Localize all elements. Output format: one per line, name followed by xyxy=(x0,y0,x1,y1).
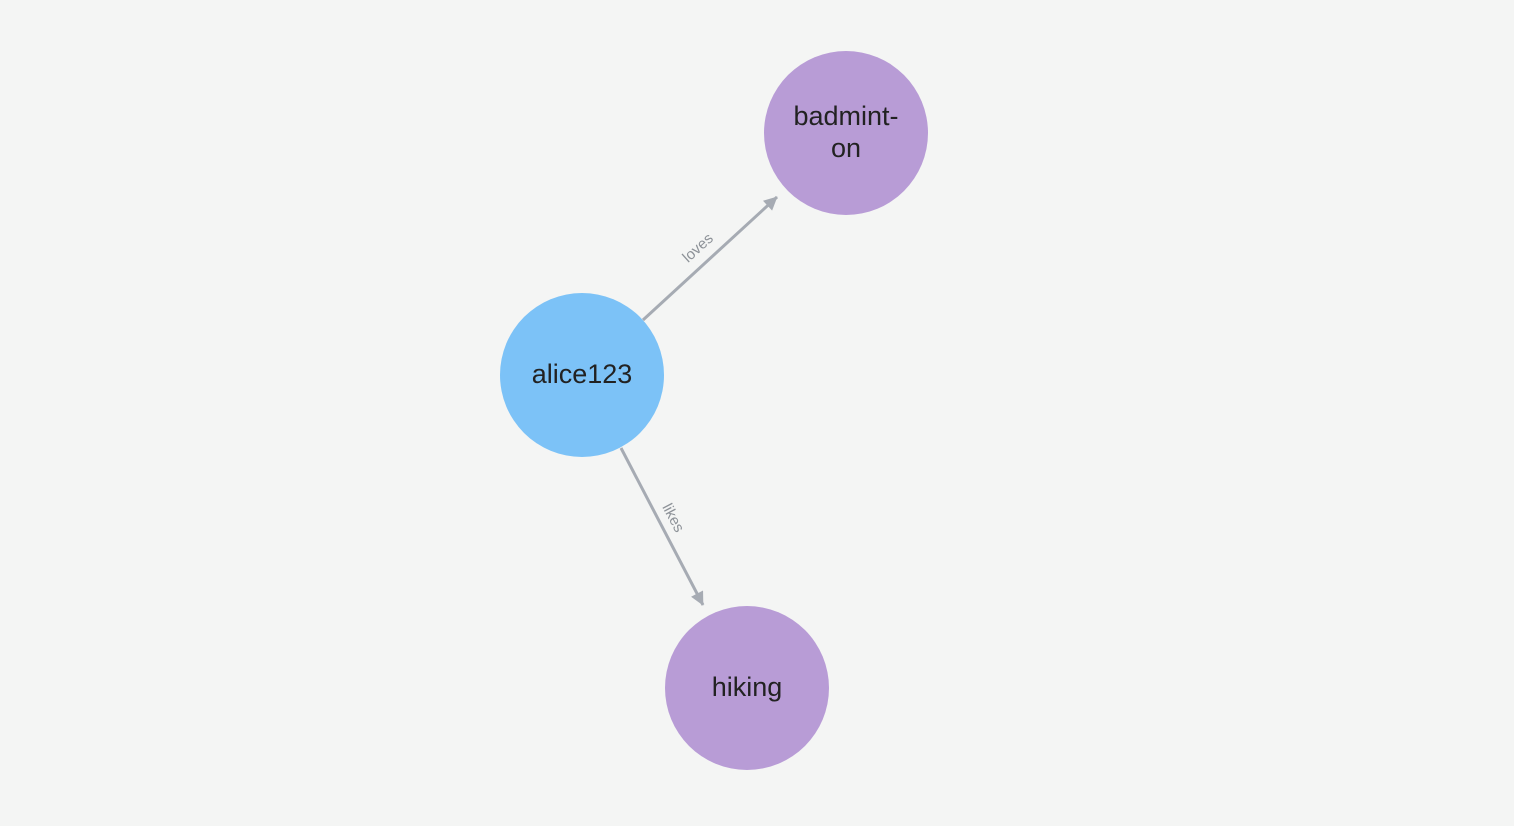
node-alice123[interactable]: alice123 xyxy=(500,293,664,457)
edge-likes[interactable] xyxy=(619,447,705,606)
node-hiking[interactable]: hiking xyxy=(665,606,829,770)
edge-loves[interactable] xyxy=(641,195,779,322)
node-badminton-label: badmint- on xyxy=(793,101,899,163)
node-badminton[interactable]: badmint- on xyxy=(764,51,928,215)
node-hiking-label: hiking xyxy=(711,672,783,703)
node-alice123-label: alice123 xyxy=(531,359,633,390)
